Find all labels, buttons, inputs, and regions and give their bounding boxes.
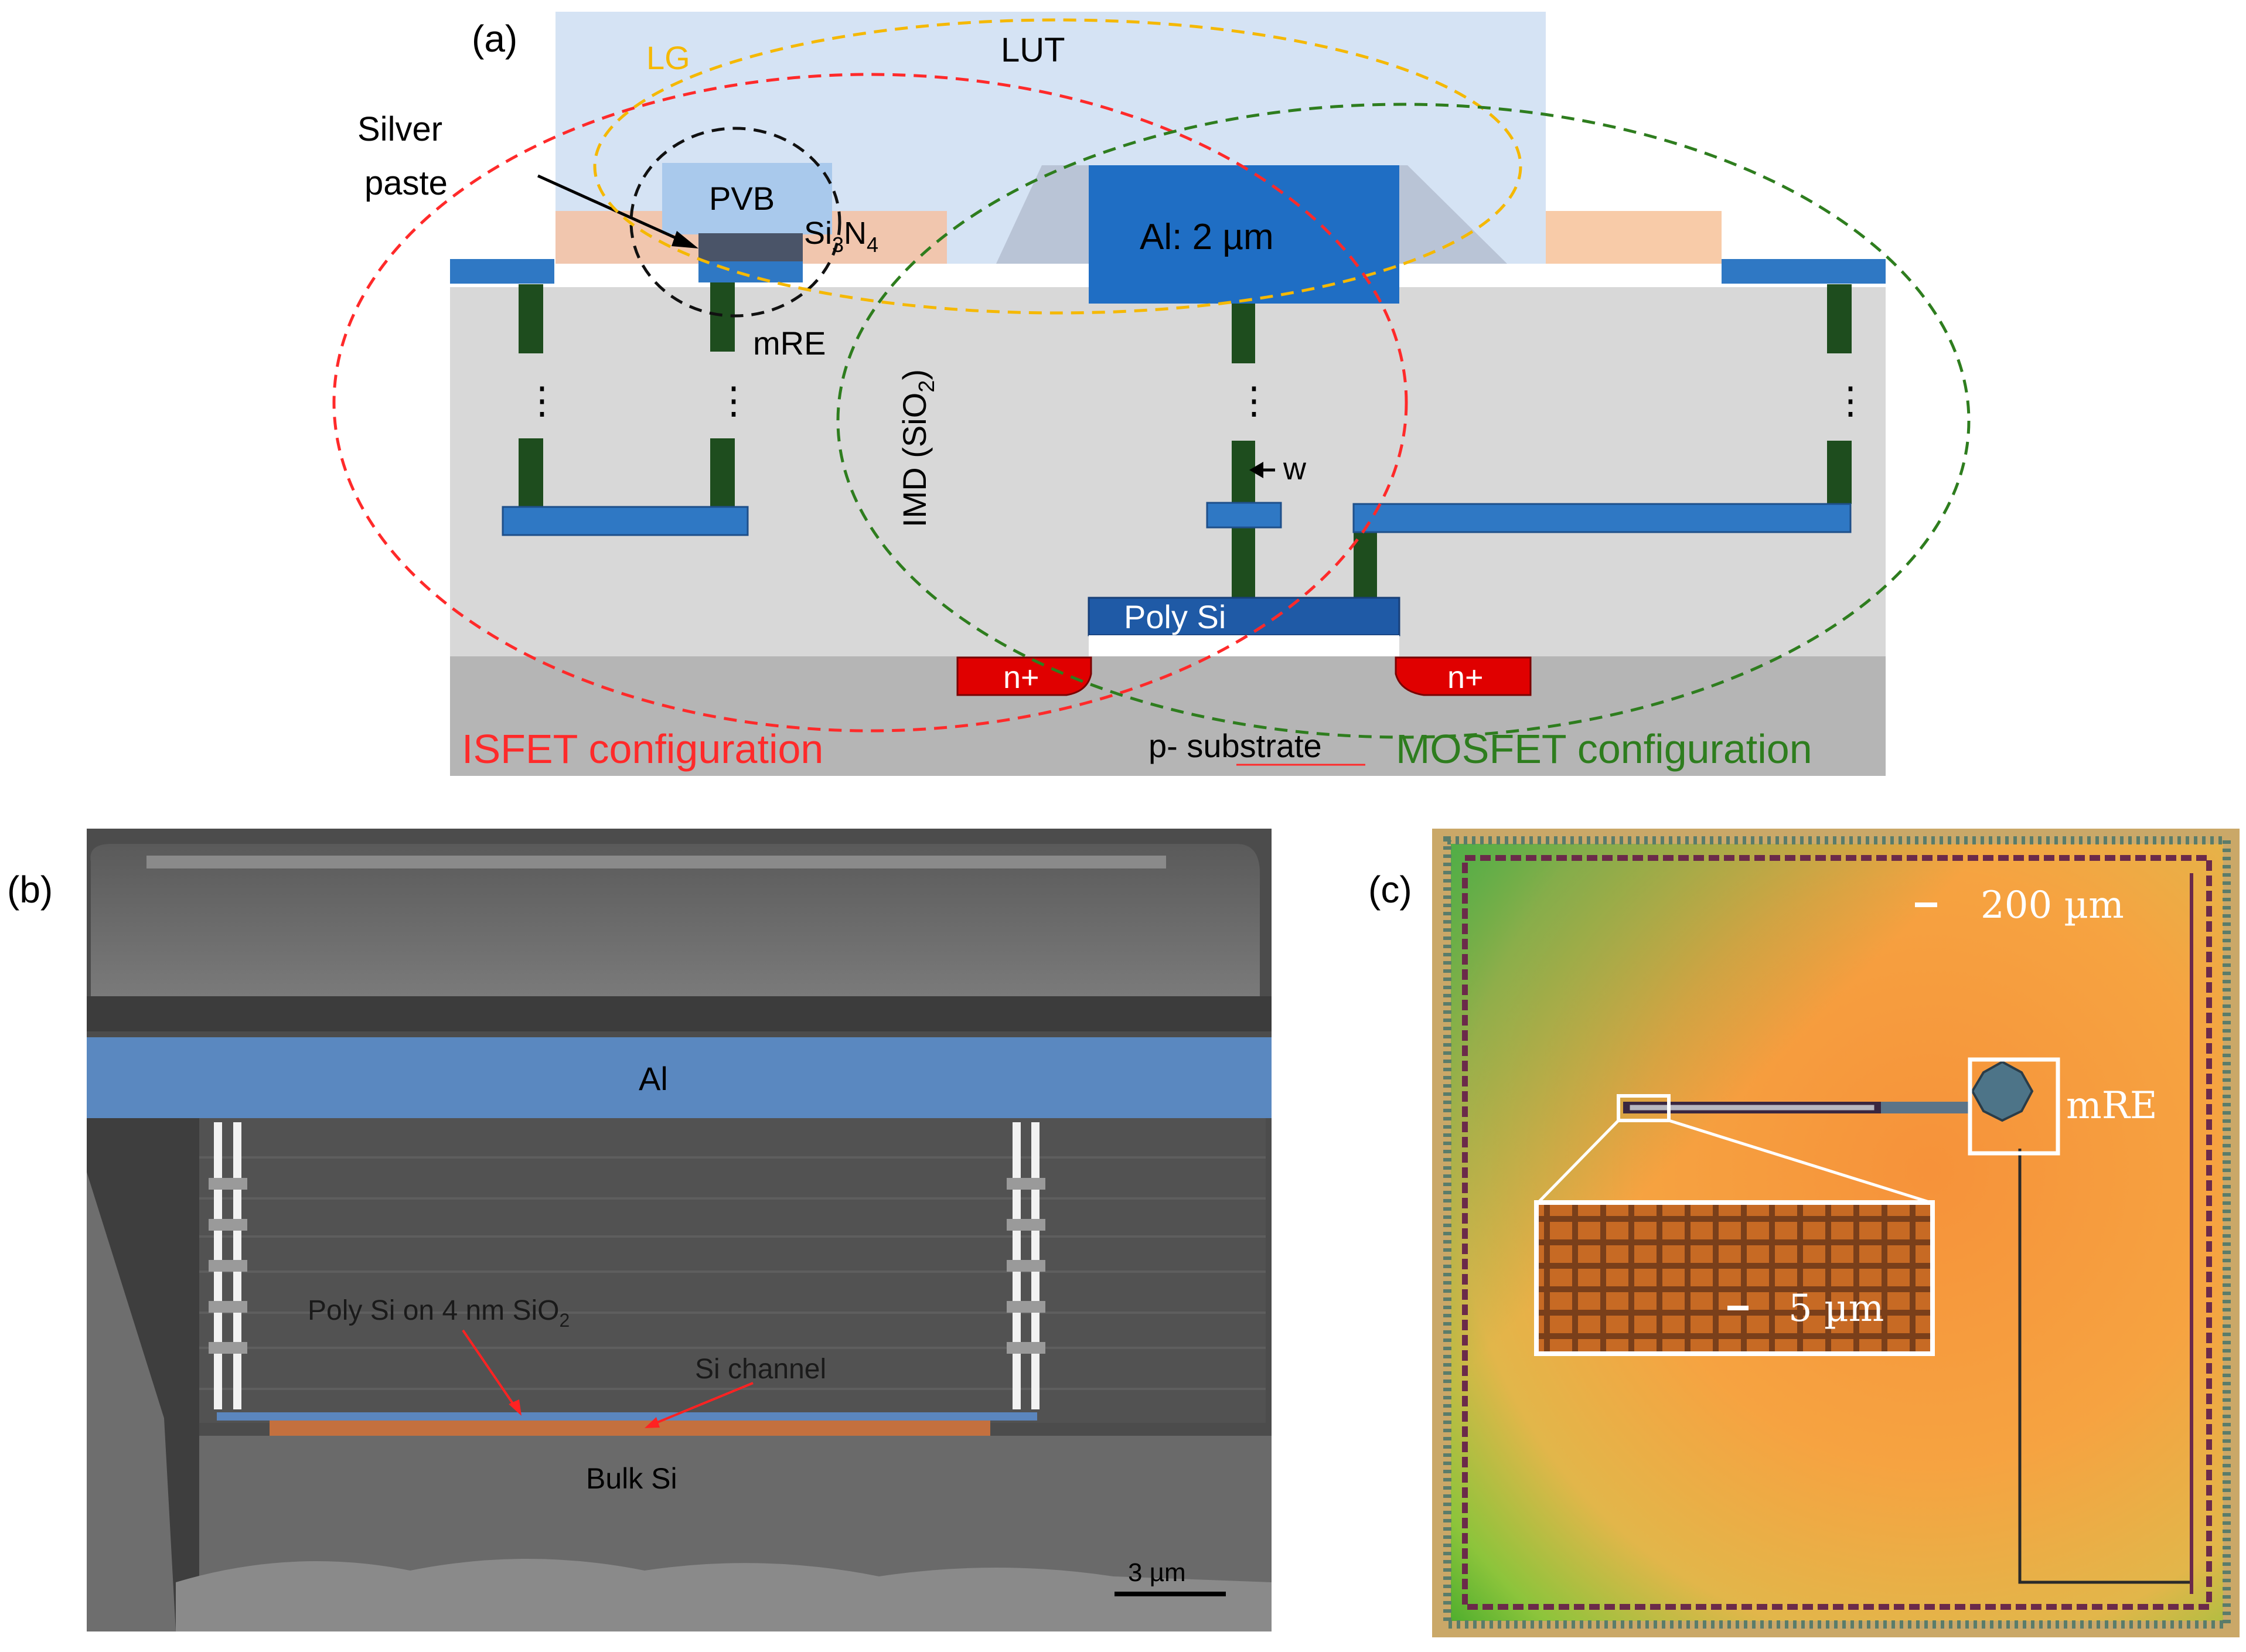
silver-paste-label-2: paste: [364, 164, 448, 202]
substrate-label: p- substrate: [1148, 727, 1322, 764]
sem-scale-bar: [1115, 1592, 1226, 1596]
sem-poly-layer: [217, 1412, 1037, 1421]
sem-top-block: [90, 844, 1260, 996]
panel-b: (b): [7, 829, 1272, 1631]
sem-dark-band: [87, 996, 1272, 1031]
poly-arrowhead: [509, 1399, 522, 1416]
channel-arrowhead: [645, 1417, 660, 1428]
sem-poly-label: Poly Si on 4 nm SiO2: [308, 1295, 570, 1331]
chip-mre-label: mRE: [2066, 1084, 2158, 1128]
isfet-ellipse: [332, 73, 1408, 733]
main-scale-bar: [1915, 902, 1937, 907]
lg-ellipse: [593, 18, 1522, 315]
silver-paste-arrowhead: [672, 231, 698, 248]
sem-via-stack-left: [209, 1122, 247, 1409]
silver-paste: [698, 233, 803, 261]
sem-channel-label: Si channel: [695, 1354, 826, 1385]
panel-b-label: (b): [7, 868, 53, 911]
mre-pad: [1971, 1060, 2034, 1122]
n-plus-left-label: n+: [1003, 660, 1040, 695]
mre-trace: [2018, 1149, 2192, 1584]
sem-layer-lines: [199, 1156, 1266, 1390]
sensor-array-inner: [1628, 1103, 1876, 1112]
imd-label: IMD (SiO2): [896, 369, 939, 527]
mre-circle: [629, 127, 841, 318]
sem-top-rim: [146, 856, 1166, 868]
imd-body: [450, 287, 1886, 656]
silver-paste-label-1: Silver: [357, 110, 442, 148]
metal-line-mid: [1206, 502, 1282, 529]
mre-box: [1968, 1057, 2060, 1156]
si3n4-label: Si3N4: [804, 216, 878, 257]
inset-source-box: [1617, 1094, 1671, 1122]
si3n4-right: [1546, 211, 1722, 264]
inset-line-left: [1537, 1119, 1620, 1204]
poly-si-gate: [1088, 597, 1400, 636]
sem-scale-label: 3 µm: [1128, 1558, 1186, 1587]
n-plus-right-label: n+: [1447, 660, 1484, 695]
mre-electrode: [698, 261, 803, 282]
top-metal-right: [1722, 259, 1886, 284]
metal-line-right: [1352, 503, 1852, 533]
inset-line-right: [1668, 1119, 1931, 1204]
sem-channel: [270, 1421, 990, 1436]
lut-label: LUT: [1001, 31, 1065, 69]
n-plus-right: [1395, 656, 1532, 696]
inset-scale-bar: [1727, 1306, 1749, 1310]
main-scale-label: 200 µm: [1981, 884, 2124, 927]
sem-al-label: Al: [639, 1060, 668, 1097]
pvb-layer: [662, 163, 832, 234]
via-dots-1: ⋮: [523, 379, 561, 421]
sem-al-band: [87, 1037, 1272, 1118]
pad-ring-outer: [1443, 836, 2231, 1629]
n-plus-left: [956, 656, 1092, 696]
isfet-label: ISFET configuration: [462, 726, 823, 772]
via-dots-4: ⋮: [1832, 379, 1869, 421]
mosfet-ellipse: [836, 103, 1971, 739]
pvb-label: PVB: [709, 180, 775, 217]
poly-si-label: Poly Si: [1124, 598, 1226, 635]
panel-c: (c) 200 µm mRE 5 µm: [1368, 829, 2240, 1637]
pad-ring-inner: [1462, 855, 2212, 1610]
mre-label: mRE: [753, 325, 826, 362]
w-arrowhead: [1249, 462, 1263, 478]
sem-via-stack-right: [1007, 1122, 1045, 1409]
poly-arrow: [462, 1329, 517, 1409]
lg-label: LG: [646, 39, 690, 76]
panel-a: (a) LUT LG Silver paste PVB Si3N4 Al: 2 …: [332, 12, 1971, 776]
al-label: Al: 2 µm: [1140, 217, 1274, 257]
sem-left-slope: [87, 1172, 176, 1631]
sem-bulk-label: Bulk Si: [586, 1462, 677, 1495]
sem-bottom-edge: [176, 1559, 1272, 1631]
w-label: w: [1283, 451, 1307, 486]
mosfet-label: MOSFET configuration: [1396, 726, 1812, 772]
via-dots-2: ⋮: [715, 379, 752, 421]
panel-c-label: (c): [1368, 868, 1412, 911]
metal-line-left: [502, 506, 749, 536]
sensor-lead: [1881, 1102, 1969, 1113]
via-dots-3: ⋮: [1235, 379, 1273, 421]
inset-image: [1534, 1200, 1935, 1356]
panel-a-label: (a): [472, 18, 517, 60]
channel-arrow: [653, 1382, 754, 1425]
vias: [519, 282, 1852, 598]
inset-scale-label: 5 µm: [1788, 1287, 1884, 1330]
top-metal-left: [450, 259, 554, 284]
